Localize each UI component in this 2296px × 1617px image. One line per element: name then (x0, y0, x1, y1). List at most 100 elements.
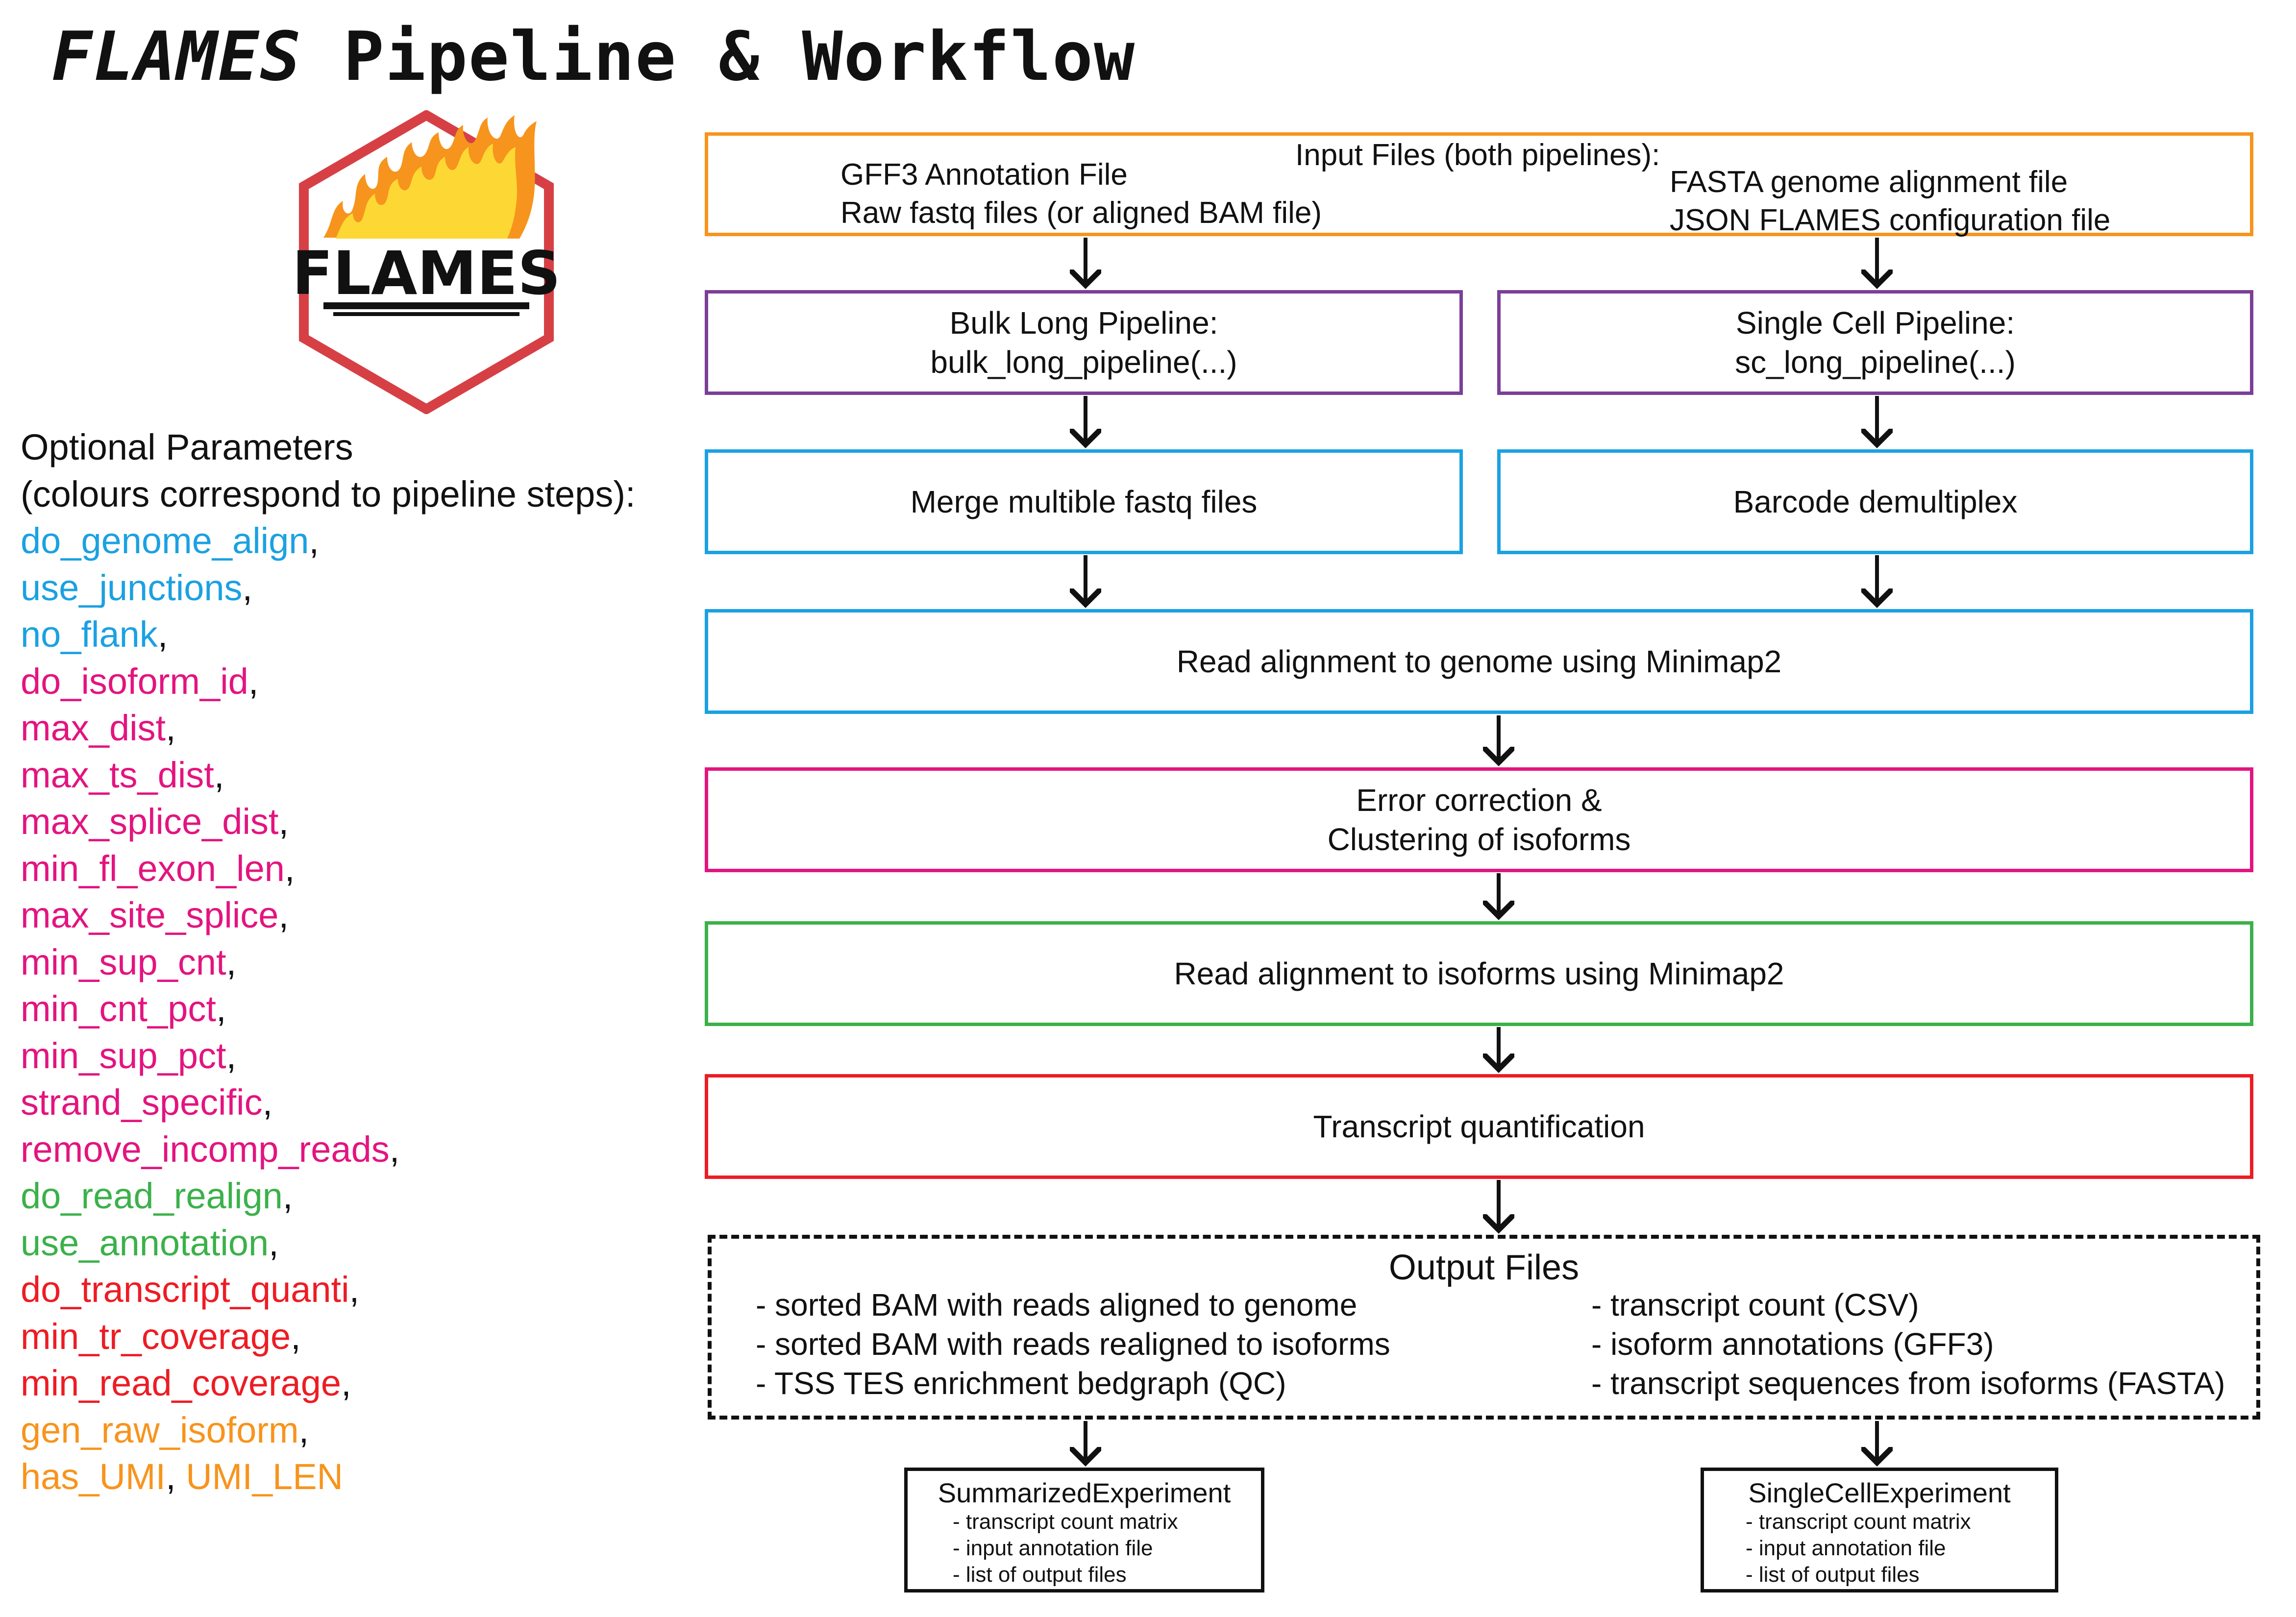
param-line: min_sup_pct, (21, 1032, 636, 1079)
params-heading-1: Optional Parameters (21, 427, 353, 467)
param-separator: , (278, 801, 289, 842)
param-separator: , (282, 1176, 293, 1216)
bulk-pipeline-function: bulk_long_pipeline(...) (930, 344, 1237, 380)
se-item: - list of output files (953, 1563, 1127, 1587)
param-separator: , (166, 708, 176, 748)
param-line: do_genome_align, (21, 517, 636, 564)
logo-text: FLAMES (292, 239, 561, 308)
single-cell-experiment-title: SingleCellExperiment (1748, 1477, 2011, 1508)
barcode-demultiplex-box: Barcode demultiplex (1497, 449, 2253, 554)
param-umi-len: UMI_LEN (186, 1456, 343, 1497)
output-item: - TSS TES enrichment bedgraph (QC) (756, 1366, 1286, 1401)
param-separator: , (248, 661, 259, 702)
param-max-site-splice: max_site_splice (21, 895, 279, 935)
param-separator: , (349, 1269, 360, 1310)
param-line: min_cnt_pct, (21, 985, 636, 1032)
param-line: max_splice_dist, (21, 798, 636, 845)
barcode-demultiplex-label: Barcode demultiplex (1733, 484, 2018, 519)
sc-pipeline-title: Single Cell Pipeline: (1735, 305, 2015, 341)
param-line: min_sup_cnt, (21, 939, 636, 986)
param-line: max_ts_dist, (21, 752, 636, 799)
sc-pipeline-box: Single Cell Pipeline: sc_long_pipeline(.… (1497, 290, 2253, 395)
param-line: use_junctions, (21, 564, 636, 612)
param-line: min_tr_coverage, (21, 1313, 636, 1360)
sce-item: - input annotation file (1746, 1536, 1946, 1560)
page-title: FLAMES Pipeline & Workflow (51, 20, 1136, 94)
param-separator: , (278, 895, 289, 935)
param-separator: , (226, 941, 237, 982)
param-max-splice-dist: max_splice_dist (21, 801, 279, 842)
param-line: do_isoform_id, (21, 658, 636, 705)
param-line: use_annotation, (21, 1220, 636, 1267)
output-item: - isoform annotations (GFF3) (1591, 1326, 1994, 1362)
param-separator: , (389, 1128, 400, 1170)
param-separator: , (269, 1222, 279, 1263)
flames-logo: FLAMES (292, 110, 561, 414)
param-line: gen_raw_isoform, (21, 1407, 636, 1454)
input-fasta: FASTA genome alignment file (1670, 165, 2068, 199)
bulk-pipeline-title: Bulk Long Pipeline: (949, 305, 1218, 341)
error-correction-label-2: Clustering of isoforms (1327, 822, 1631, 857)
param-min-read-coverage: min_read_coverage (21, 1363, 342, 1403)
param-separator: , (298, 1409, 309, 1450)
sce-item: - list of output files (1746, 1563, 1920, 1587)
param-separator: , (226, 1035, 237, 1076)
param-do-isoform-id: do_isoform_id (21, 661, 248, 702)
output-list-right: - transcript count (CSV) - isoform annot… (1591, 1285, 2225, 1403)
param-line: remove_incomp_reads, (21, 1126, 636, 1173)
param-separator: , (341, 1363, 351, 1403)
param-separator: , (309, 520, 319, 561)
optional-parameters: Optional Parameters (colours correspond … (21, 424, 636, 1500)
quantification-box: Transcript quantification (705, 1074, 2253, 1179)
param-do-genome-align: do_genome_align (21, 520, 309, 561)
params-heading-2: (colours correspond to pipeline steps): (21, 473, 636, 514)
param-do-read-realign: do_read_realign (21, 1176, 283, 1216)
param-separator: , (291, 1316, 301, 1357)
param-use-junctions: use_junctions (21, 567, 243, 608)
input-files-box: Input Files (both pipelines): GFF3 Annot… (705, 132, 2253, 237)
summarized-experiment-box: SummarizedExperiment - transcript count … (904, 1468, 1264, 1592)
param-line: has_UMI, UMI_LEN (21, 1453, 636, 1500)
input-heading: Input Files (both pipelines): (1295, 138, 1660, 172)
param-separator: , (157, 614, 168, 655)
bulk-pipeline-box: Bulk Long Pipeline: bulk_long_pipeline(.… (705, 290, 1463, 395)
title-flames: FLAMES (51, 17, 302, 96)
param-separator: , (214, 754, 224, 795)
input-gff3: GFF3 Annotation File (840, 158, 1128, 192)
single-cell-experiment-box: SingleCellExperiment - transcript count … (1701, 1468, 2058, 1592)
output-list-left: - sorted BAM with reads aligned to genom… (756, 1285, 1390, 1403)
param-line: strand_specific, (21, 1079, 636, 1126)
param-separator: , (242, 567, 253, 608)
param-no-flank: no_flank (21, 614, 158, 655)
input-fastq: Raw fastq files (or aligned BAM file) (840, 196, 1322, 230)
summarized-experiment-title: SummarizedExperiment (938, 1477, 1231, 1508)
param-strand-specific: strand_specific (21, 1082, 263, 1123)
param-min-cnt-pct: min_cnt_pct (21, 988, 216, 1029)
error-correction-box: Error correction & Clustering of isoform… (705, 767, 2253, 872)
param-line: do_transcript_quanti, (21, 1266, 636, 1313)
isoform-alignment-box: Read alignment to isoforms using Minimap… (705, 921, 2253, 1026)
param-separator: , (216, 988, 226, 1029)
param-separator: , (166, 1456, 186, 1497)
genome-alignment-box: Read alignment to genome using Minimap2 (705, 609, 2253, 714)
param-line: do_read_realign, (21, 1173, 636, 1220)
output-files-box: Output Files - sorted BAM with reads ali… (708, 1235, 2260, 1420)
sc-pipeline-function: sc_long_pipeline(...) (1735, 344, 2016, 380)
param-min-sup-cnt: min_sup_cnt (21, 941, 226, 982)
genome-alignment-label: Read alignment to genome using Minimap2 (1176, 644, 1782, 679)
param-gen-raw-isoform: gen_raw_isoform (21, 1409, 299, 1450)
param-separator: , (262, 1082, 273, 1123)
merge-fastq-box: Merge multible fastq files (705, 449, 1463, 554)
param-separator: , (284, 848, 295, 889)
output-heading: Output Files (1388, 1248, 1580, 1287)
sce-item: - transcript count matrix (1746, 1510, 1971, 1534)
param-has-umi: has_UMI (21, 1456, 166, 1497)
se-item: - transcript count matrix (953, 1510, 1178, 1534)
param-max-ts-dist: max_ts_dist (21, 754, 214, 795)
se-item: - input annotation file (953, 1536, 1153, 1560)
param-min-fl-exon-len: min_fl_exon_len (21, 848, 285, 889)
param-line: max_site_splice, (21, 892, 636, 939)
param-line: min_read_coverage, (21, 1360, 636, 1407)
input-json: JSON FLAMES configuration file (1670, 203, 2111, 237)
